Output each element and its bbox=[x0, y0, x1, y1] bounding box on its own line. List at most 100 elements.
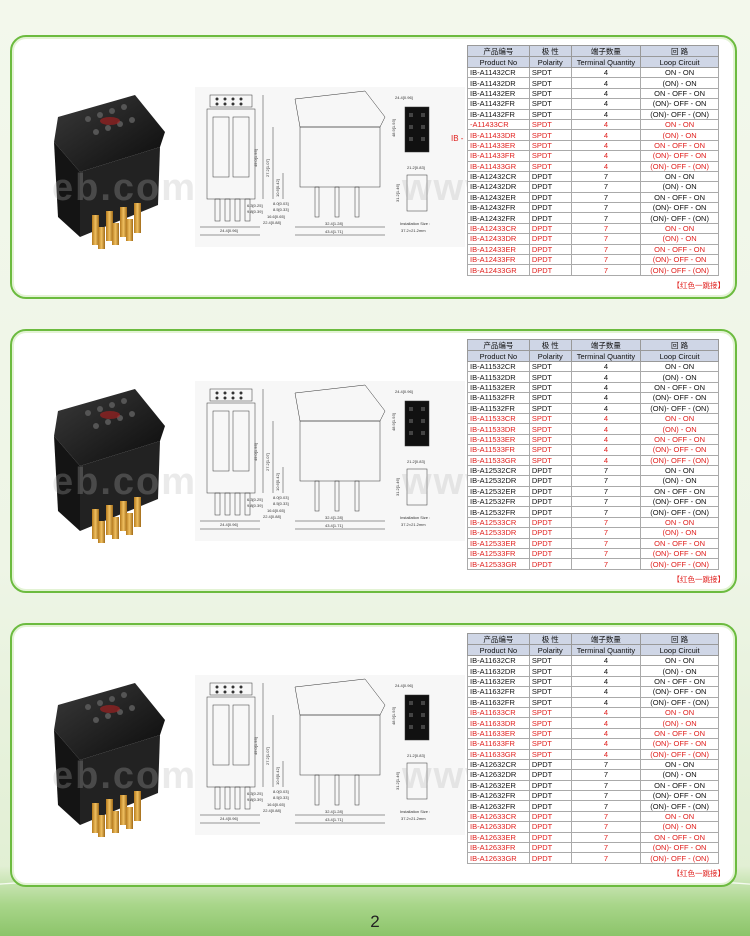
terminal-qty: 7 bbox=[570, 810, 642, 823]
svg-text:24.4[0.96]: 24.4[0.96] bbox=[395, 389, 413, 394]
table-row: IB-A12632FR DPDT 7 (ON)- OFF - (ON) bbox=[467, 800, 719, 812]
polarity: DPDT bbox=[528, 810, 572, 823]
svg-text:27.2[1.07]: 27.2[1.07] bbox=[265, 453, 270, 471]
table-row: IB-A11432CR SPDT 4 ON - ON bbox=[467, 66, 719, 79]
polarity: DPDT bbox=[528, 769, 572, 781]
product-no: IB-A12433ER bbox=[467, 243, 530, 256]
terminal-qty: 7 bbox=[570, 464, 642, 477]
terminal-qty: 4 bbox=[570, 454, 642, 466]
polarity: SPDT bbox=[528, 66, 572, 79]
table-row: IB-A12632FR DPDT 7 (ON)- OFF - ON bbox=[467, 790, 719, 802]
polarity: SPDT bbox=[528, 402, 572, 414]
polarity: SPDT bbox=[528, 150, 572, 162]
svg-text:48.9[1.93]: 48.9[1.93] bbox=[391, 707, 396, 725]
product-no: IB-A11433FR bbox=[467, 150, 530, 162]
table-row: IB-A12632CR DPDT 7 ON - ON bbox=[467, 758, 719, 771]
product-no: IB-A11633CR bbox=[467, 706, 530, 719]
polarity: SPDT bbox=[528, 738, 572, 750]
rocker-switch-photo bbox=[54, 95, 165, 249]
polarity: DPDT bbox=[528, 821, 572, 833]
header-loop-en: Loop Circuit bbox=[640, 350, 719, 362]
loop-circuit: ON - ON bbox=[640, 412, 719, 425]
table-row: IB-A12432ER DPDT 7 ON - OFF - ON bbox=[467, 191, 719, 204]
terminal-qty: 7 bbox=[570, 831, 642, 844]
terminal-qty: 7 bbox=[570, 527, 642, 539]
polarity: DPDT bbox=[528, 548, 572, 560]
product-no: IB-A12433FR bbox=[467, 254, 530, 266]
terminal-qty: 7 bbox=[570, 842, 642, 854]
loop-circuit: (ON)- OFF - (ON) bbox=[640, 264, 719, 276]
polarity: SPDT bbox=[528, 129, 572, 141]
terminal-qty: 7 bbox=[570, 506, 642, 518]
polarity: SPDT bbox=[528, 423, 572, 435]
terminal-qty: 4 bbox=[570, 665, 642, 677]
product-no: IB-A12632ER bbox=[467, 779, 530, 792]
table-row: IB-A11432DR SPDT 4 (ON) - ON bbox=[467, 77, 719, 89]
loop-circuit: ON - ON bbox=[640, 810, 719, 823]
product-no: IB-A12433CR bbox=[467, 222, 530, 235]
svg-text:21.2[0.83]: 21.2[0.83] bbox=[407, 459, 425, 464]
product-no: IB-A12432FR bbox=[467, 202, 530, 214]
table-row: IB-A11532DR SPDT 4 (ON) - ON bbox=[467, 371, 719, 383]
loop-circuit: (ON) - ON bbox=[640, 717, 719, 729]
product-no: IB-A12633CR bbox=[467, 810, 530, 823]
polarity: SPDT bbox=[528, 686, 572, 698]
terminal-qty: 4 bbox=[570, 66, 642, 79]
svg-text:31.2[1.46]: 31.2[1.46] bbox=[395, 184, 400, 202]
header-terminal-cn: 端子数量 bbox=[570, 633, 642, 645]
loop-circuit: (ON) - ON bbox=[640, 423, 719, 435]
table-row: IB-A12432CR DPDT 7 ON - ON bbox=[467, 170, 719, 183]
polarity: DPDT bbox=[528, 496, 572, 508]
table-row: IB-A12532ER DPDT 7 ON - OFF - ON bbox=[467, 485, 719, 498]
svg-text:27.2[1.07]: 27.2[1.07] bbox=[265, 747, 270, 765]
table-row: IB-A12432FR DPDT 7 (ON)- OFF - ON bbox=[467, 202, 719, 214]
loop-circuit: ON - OFF - ON bbox=[640, 779, 719, 792]
terminal-qty: 4 bbox=[570, 139, 642, 152]
polarity: SPDT bbox=[528, 727, 572, 740]
loop-circuit: (ON)- OFF - ON bbox=[640, 790, 719, 802]
terminal-qty: 7 bbox=[570, 243, 642, 256]
red-jumper-note: 【红色一跳接】 bbox=[672, 869, 726, 878]
polarity: DPDT bbox=[528, 758, 572, 771]
loop-circuit: (ON) - ON bbox=[640, 475, 719, 487]
product-no: IB-A12532FR bbox=[467, 496, 530, 508]
table-row: IB-A12533ER DPDT 7 ON - OFF - ON bbox=[467, 537, 719, 550]
loop-circuit: (ON)- OFF - (ON) bbox=[640, 212, 719, 224]
svg-text:Installation Size :: Installation Size : bbox=[400, 809, 430, 814]
product-no: IB-A12433GR bbox=[467, 264, 530, 276]
terminal-qty: 4 bbox=[570, 433, 642, 446]
terminal-qty: 7 bbox=[570, 790, 642, 802]
table-row: IB-A11633GR SPDT 4 (ON)- OFF - (ON) bbox=[467, 748, 719, 760]
loop-circuit: (ON)- OFF - (ON) bbox=[640, 800, 719, 812]
header-polarity-cn: 极 性 bbox=[528, 339, 572, 351]
terminal-qty: 7 bbox=[570, 254, 642, 266]
header-loop-cn: 回 路 bbox=[640, 45, 719, 57]
polarity: SPDT bbox=[528, 696, 572, 708]
table-row: IB-A12432DR DPDT 7 (ON) - ON bbox=[467, 181, 719, 193]
polarity: DPDT bbox=[528, 191, 572, 204]
terminal-qty: 4 bbox=[570, 108, 642, 120]
svg-text:49.0[1.93]: 49.0[1.93] bbox=[253, 737, 258, 755]
terminal-qty: 7 bbox=[570, 191, 642, 204]
table-row: IB-A12633DR DPDT 7 (ON) - ON bbox=[467, 821, 719, 833]
header-polarity-en: Polarity bbox=[528, 56, 572, 68]
product-no: IB-A11632DR bbox=[467, 665, 530, 677]
terminal-qty: 4 bbox=[570, 738, 642, 750]
dimension-drawing: 24.4[0.96] 48.9[1.93] 21.2[0.83] 31.2[1.… bbox=[200, 90, 430, 236]
polarity: SPDT bbox=[528, 675, 572, 688]
terminal-qty: 7 bbox=[570, 496, 642, 508]
product-no: IB-A12633ER bbox=[467, 831, 530, 844]
svg-text:22.4[0.88]: 22.4[0.88] bbox=[263, 514, 281, 519]
polarity: DPDT bbox=[528, 170, 572, 183]
header-product-cn: 产品编号 bbox=[467, 633, 530, 645]
table-row: IB-A11533FR SPDT 4 (ON)- OFF - ON bbox=[467, 444, 719, 456]
table-row: IB-A12432FR DPDT 7 (ON)- OFF - (ON) bbox=[467, 212, 719, 224]
terminal-qty: 4 bbox=[570, 360, 642, 373]
header-polarity-cn: 极 性 bbox=[528, 633, 572, 645]
svg-text:21.2[0.83]: 21.2[0.83] bbox=[407, 753, 425, 758]
polarity: SPDT bbox=[528, 139, 572, 152]
svg-text:16.6[0.65]: 16.6[0.65] bbox=[267, 802, 285, 807]
terminal-qty: 7 bbox=[570, 485, 642, 498]
product-panel-1: 24.4[0.96] 48.9[1.93] 21.2[0.83] 31.2[1.… bbox=[10, 35, 737, 299]
polarity: SPDT bbox=[528, 454, 572, 466]
